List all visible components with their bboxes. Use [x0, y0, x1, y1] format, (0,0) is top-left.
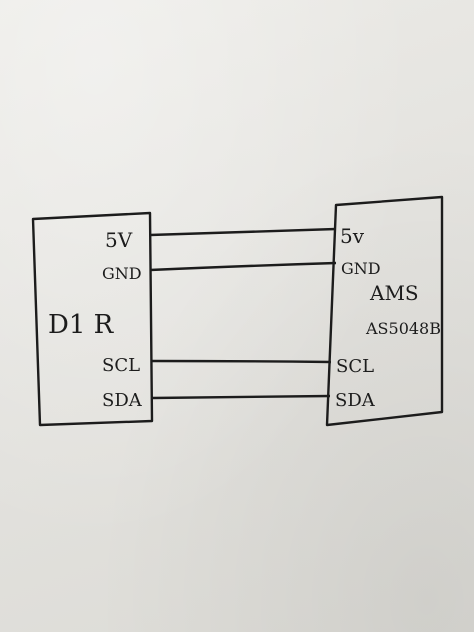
right-module-name-line1: AMS: [369, 281, 419, 305]
right-module-box: [325, 195, 444, 427]
left-pin-scl: SCL: [102, 355, 140, 376]
wire-gnd: [149, 261, 337, 272]
left-module-name: D1 R: [48, 310, 115, 340]
left-pin-5v: 5V: [105, 228, 133, 252]
left-pin-gnd: GND: [102, 264, 142, 283]
right-pin-scl: SCL: [336, 356, 374, 377]
wire-5v: [149, 227, 337, 237]
right-pin-sda: SDA: [335, 390, 376, 411]
right-module-name-line2: AS5048B: [365, 319, 441, 338]
left-module-box: [31, 211, 154, 427]
left-pin-sda: SDA: [102, 390, 143, 411]
right-pin-gnd: GND: [341, 259, 381, 278]
wire-sda: [151, 394, 331, 400]
right-pin-5v: 5v: [340, 224, 365, 248]
wire-scl: [150, 359, 332, 364]
